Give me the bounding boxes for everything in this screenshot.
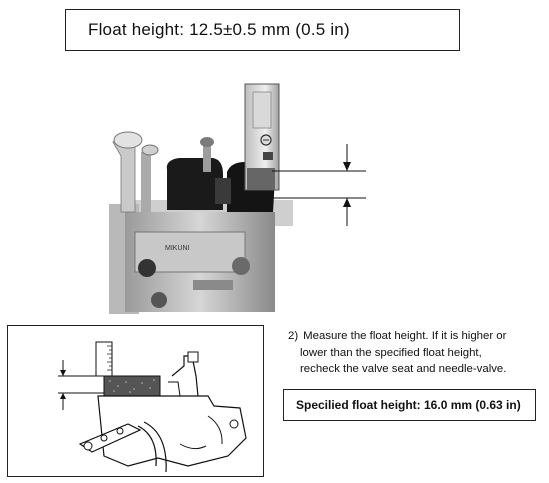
float-height-dimension [272, 144, 366, 226]
instruction-line-1: Measure the float height. If it is highe… [303, 330, 507, 342]
float-height-spec-text: Float height: 12.5±0.5 mm (0.5 in) [88, 20, 350, 39]
step-number: 2) [288, 330, 299, 342]
carburetor-photo: MIKUNI [109, 83, 293, 314]
float-height-spec-box: Float height: 12.5±0.5 mm (0.5 in) [65, 9, 460, 51]
specified-float-height-text: Specilied float height: 16.0 mm (0.63 in… [296, 398, 521, 412]
carburetor-stamp: MIKUNI [165, 245, 190, 252]
specified-float-height-box: Specilied float height: 16.0 mm (0.63 in… [283, 389, 536, 421]
instruction-line-3: recheck the valve seat and needle-valve. [300, 363, 507, 375]
float-gauge-diagram [7, 325, 264, 477]
instruction-step-2: 2) Measure the float height. If it is hi… [288, 328, 536, 378]
instruction-line-2: lower than the specified float height, [300, 346, 482, 359]
